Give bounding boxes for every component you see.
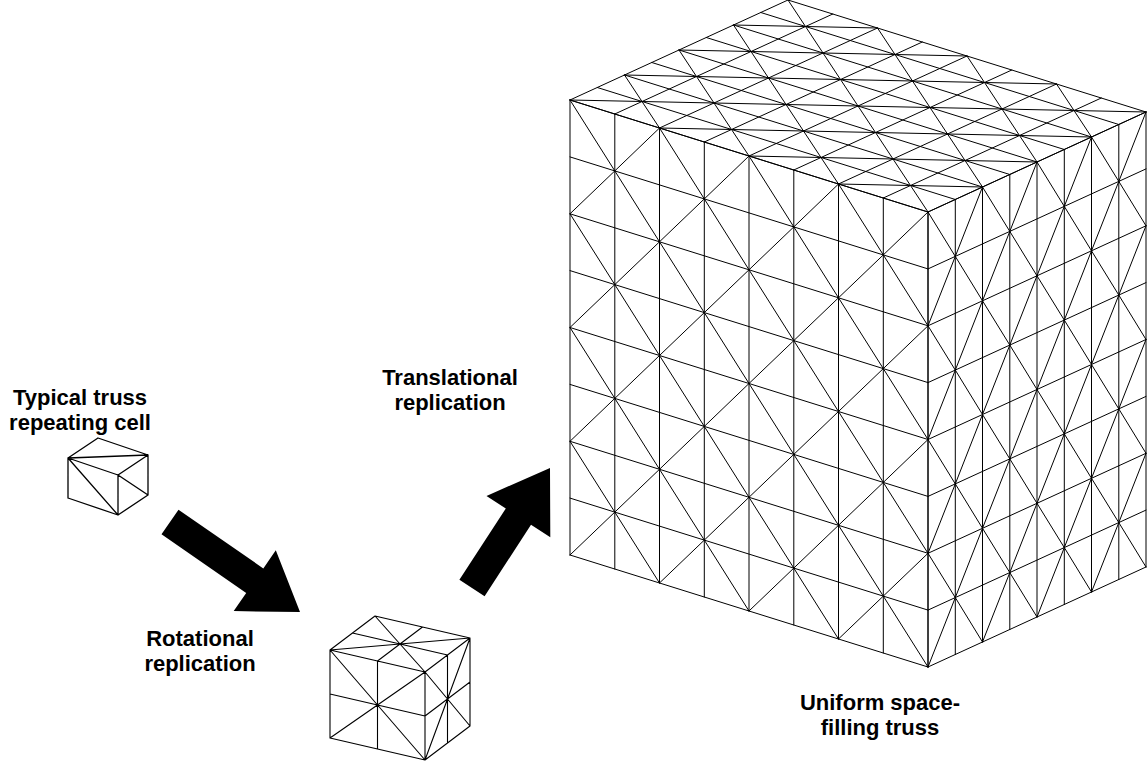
rotated-cell-cube	[330, 616, 470, 760]
process-arrows	[162, 468, 551, 612]
truss-label: Uniform space-filling truss	[790, 690, 970, 740]
translation-label: Translational replication	[362, 365, 538, 415]
rotation-arrow	[162, 510, 301, 612]
rotation-label: Rotational replication	[120, 626, 280, 676]
space-filling-truss-cube	[570, 0, 1146, 667]
cell-label: Typical truss repeating cell	[0, 385, 160, 435]
translation-arrow	[459, 468, 550, 596]
truss-cubes	[68, 0, 1146, 760]
repeating-cell-cube	[68, 438, 148, 515]
